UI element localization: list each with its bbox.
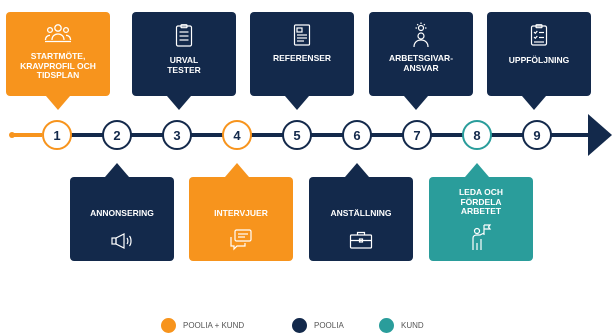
- step-7-circle: 7: [402, 120, 432, 150]
- step-6-pointer: [345, 163, 369, 177]
- people-group-icon: [44, 24, 72, 43]
- step-8-number: 8: [473, 127, 481, 143]
- step-5-label: REFERENSER: [272, 53, 332, 63]
- timeline-start-dot: [9, 132, 15, 138]
- step-4-number: 4: [233, 127, 241, 143]
- briefcase-icon: [349, 231, 373, 249]
- person-flag-icon: [472, 223, 492, 250]
- step-8-circle: 8: [462, 120, 492, 150]
- step-5-number: 5: [293, 127, 301, 143]
- clipboard-check-icon: [530, 24, 548, 46]
- step-9-number: 9: [533, 127, 541, 143]
- step-7-pointer: [404, 96, 428, 110]
- step-4-pointer: [225, 163, 249, 177]
- step-2-circle: 2: [102, 120, 132, 150]
- step-9-pointer: [522, 96, 546, 110]
- legend-poolia-kund: POOLIA + KUND: [161, 318, 244, 333]
- person-idea-icon: [413, 22, 429, 48]
- step-5-circle: 5: [282, 120, 312, 150]
- legend-label: POOLIA + KUND: [183, 321, 245, 330]
- step-1-number: 1: [53, 127, 61, 143]
- timeline-arrowhead: [588, 114, 612, 156]
- step-7-label: ARBETSGIVAR-ANSVAR: [388, 53, 454, 73]
- step-7-card: ARBETSGIVAR-ANSVAR: [369, 12, 473, 96]
- step-8-pointer: [465, 163, 489, 177]
- step-9-circle: 9: [522, 120, 552, 150]
- step-8-label: LEDA OCH FÖRDELA ARBETET: [458, 187, 504, 216]
- step-2-card: ANNONSERING: [70, 177, 174, 261]
- step-2-number: 2: [113, 127, 121, 143]
- step-2-pointer: [105, 163, 129, 177]
- step-1-pointer: [46, 96, 70, 110]
- megaphone-icon: [111, 232, 132, 249]
- step-1-circle: 1: [42, 120, 72, 150]
- checklist-icon: [175, 24, 193, 47]
- step-3-circle: 3: [162, 120, 192, 150]
- step-8-card: LEDA OCH FÖRDELA ARBETET: [429, 177, 533, 261]
- step-1-label: STARTMÖTE, KRAVPROFIL OCH TIDSPLAN: [20, 51, 96, 80]
- step-4-card: INTERVJUER: [189, 177, 293, 261]
- step-3-pointer: [167, 96, 191, 110]
- legend-dot-teal: [379, 318, 394, 333]
- step-5-card: REFERENSER: [250, 12, 354, 96]
- legend-label: KUND: [401, 321, 424, 330]
- legend-dot-navy: [292, 318, 307, 333]
- legend-poolia: POOLIA: [292, 318, 344, 333]
- step-1-card: STARTMÖTE, KRAVPROFIL OCH TIDSPLAN: [6, 12, 110, 96]
- step-5-pointer: [285, 96, 309, 110]
- step-6-number: 6: [353, 127, 361, 143]
- speech-bubble-icon: [230, 228, 252, 250]
- step-6-card: ANSTÄLLNING: [309, 177, 413, 261]
- legend-kund: KUND: [379, 318, 424, 333]
- step-9-label: UPPFÖLJNING: [508, 55, 570, 65]
- step-6-circle: 6: [342, 120, 372, 150]
- step-6-label: ANSTÄLLNING: [330, 208, 392, 218]
- step-3-label: URVAL TESTER: [167, 55, 201, 75]
- legend-label: POOLIA: [314, 321, 344, 330]
- step-3-card: URVAL TESTER: [132, 12, 236, 96]
- step-4-label: INTERVJUER: [214, 208, 268, 218]
- step-2-label: ANNONSERING: [90, 208, 154, 218]
- step-9-card: UPPFÖLJNING: [487, 12, 591, 96]
- document-icon: [293, 24, 311, 46]
- legend-dot-orange: [161, 318, 176, 333]
- step-4-circle: 4: [222, 120, 252, 150]
- step-7-number: 7: [413, 127, 421, 143]
- step-3-number: 3: [173, 127, 181, 143]
